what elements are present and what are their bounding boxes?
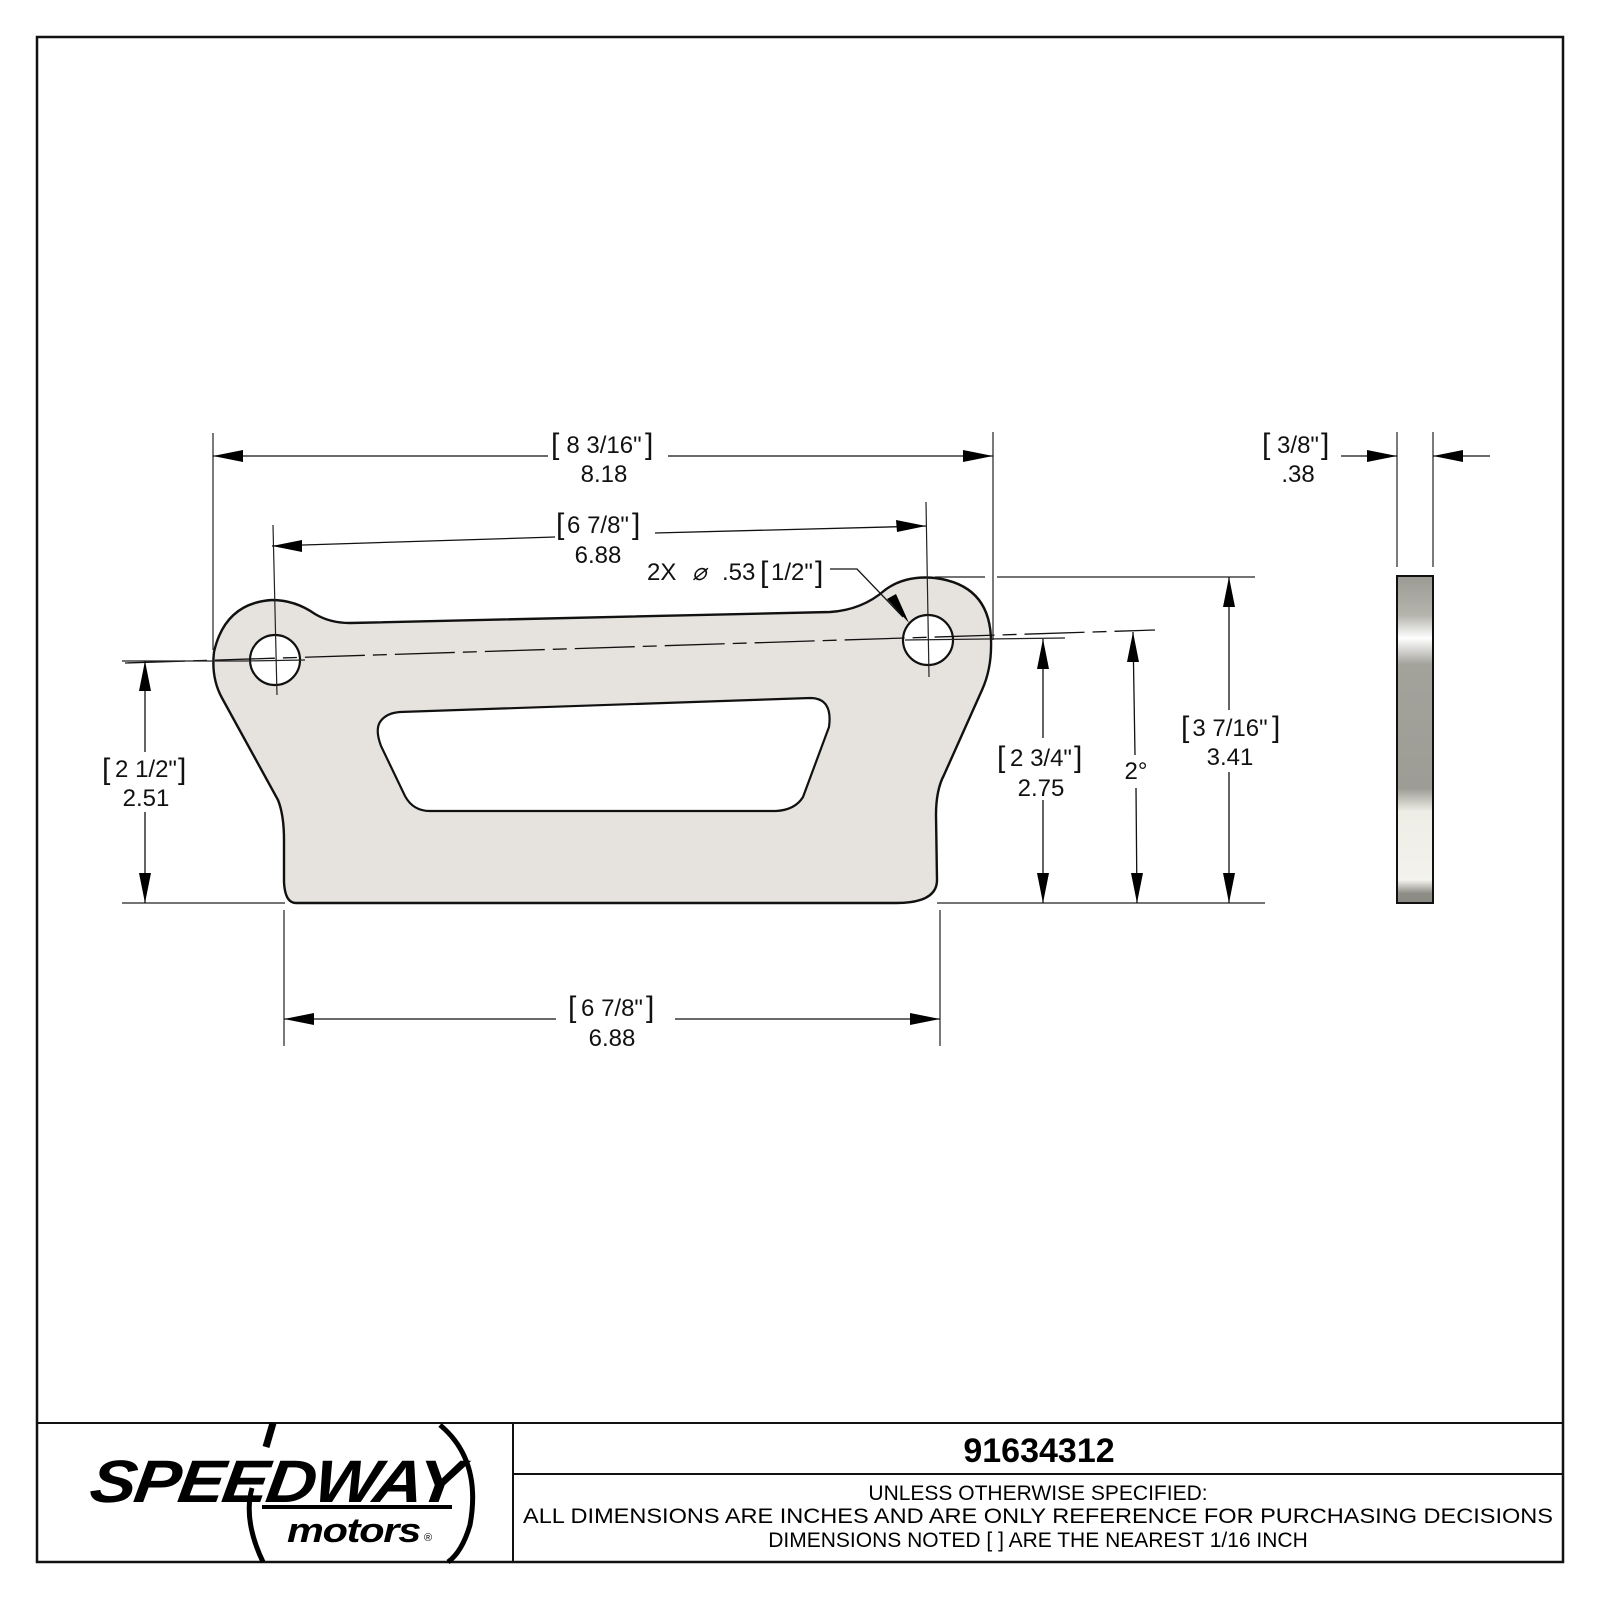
note-line-1: UNLESS OTHERWISE SPECIFIED: [868, 1482, 1207, 1505]
svg-text:]: ] [1321, 428, 1329, 461]
part-front-view [124, 501, 1156, 905]
logo-main-text: SPEEDWAY [86, 1447, 473, 1515]
dim-right-hole-height-decimal: 2.75 [1018, 775, 1065, 802]
speedway-motors-logo: SPEEDWAY motors ® [86, 1422, 476, 1565]
hole-callout-qty: 2X [647, 559, 676, 586]
diameter-symbol-icon: ⌀ [692, 559, 709, 586]
dim-overall-width-decimal: 8.18 [581, 461, 628, 488]
dim-overall-height: [ ] 3 7/16" 3.41 [935, 576, 1280, 903]
dim-overall-height-decimal: 3.41 [1207, 744, 1254, 771]
svg-text:[: [ [102, 753, 111, 786]
title-block: SPEEDWAY motors ® 91634312 UNLESS OTHERW… [37, 1422, 1563, 1565]
dim-base-width-fraction: 6 7/8" [581, 995, 643, 1022]
svg-text:[: [ [997, 741, 1006, 774]
hole-callout: 2X ⌀ .53 [ 1/2" ] [647, 556, 909, 623]
svg-text:]: ] [1272, 711, 1280, 744]
sheet-border [35, 35, 1565, 1564]
part-slot [376, 696, 831, 813]
hole-callout-decimal: .53 [722, 559, 755, 586]
logo-ring [246, 1423, 476, 1565]
dim-hole-spacing-fraction: 6 7/8" [567, 512, 629, 539]
note-line-3: DIMENSIONS NOTED [ ] ARE THE NEAREST 1/1… [768, 1529, 1308, 1552]
part-number: 91634312 [963, 1432, 1114, 1470]
dim-angle: 2° [1125, 631, 1148, 904]
svg-text:[: [ [556, 508, 565, 541]
svg-text:[: [ [551, 428, 560, 461]
dim-overall-height-fraction: 3 7/16" [1192, 715, 1267, 742]
dim-angle-value: 2° [1125, 758, 1148, 785]
hole-to-hole-centerline [124, 629, 1156, 664]
svg-text:]: ] [1074, 741, 1082, 774]
left-hole-horizontal-centerline [244, 659, 306, 662]
svg-text:]: ] [815, 556, 823, 589]
dim-hole-spacing: [ ] 6 7/8" 6.88 [271, 508, 927, 569]
svg-text:]: ] [645, 428, 653, 461]
dim-left-hole-height-decimal: 2.51 [123, 785, 170, 812]
svg-text:[: [ [1181, 711, 1190, 744]
svg-text:]: ] [646, 991, 654, 1024]
dim-left-hole-height-fraction: 2 1/2" [115, 756, 177, 783]
svg-text:]: ] [632, 508, 640, 541]
dim-right-hole-height-fraction: 2 3/4" [1010, 745, 1072, 772]
edge-view-profile [1396, 575, 1434, 904]
right-hole-vertical-centerline [925, 501, 930, 678]
dim-base-width: [ ] 6 7/8" 6.88 [283, 910, 941, 1052]
svg-text:[: [ [568, 991, 577, 1024]
dim-left-hole-height: [ ] 2 1/2" 2.51 [102, 660, 285, 904]
dim-base-width-decimal: 6.88 [589, 1025, 636, 1052]
part-edge-view: [ ] 3/8" .38 [1262, 428, 1490, 904]
svg-text:[: [ [760, 556, 769, 589]
svg-text:]: ] [178, 753, 186, 786]
dim-thickness-decimal: .38 [1281, 461, 1314, 488]
registered-mark-icon: ® [424, 1532, 432, 1544]
right-hole-horizontal-centerline [904, 637, 1066, 641]
dim-right-hole-height: [ ] 2 3/4" 2.75 [937, 639, 1265, 904]
dim-overall-width: [ ] 8 3/16" 8.18 [212, 428, 994, 650]
hole-callout-fraction: 1/2" [771, 559, 813, 586]
dim-overall-width-fraction: 8 3/16" [566, 432, 641, 459]
note-line-2: ALL DIMENSIONS ARE INCHES AND ARE ONLY R… [523, 1505, 1553, 1528]
svg-text:[: [ [1262, 428, 1271, 461]
left-hole-vertical-centerline [272, 524, 278, 696]
dim-thickness-fraction: 3/8" [1277, 432, 1319, 459]
dim-hole-spacing-decimal: 6.88 [575, 542, 622, 569]
logo-sub-text: motors [287, 1512, 420, 1550]
